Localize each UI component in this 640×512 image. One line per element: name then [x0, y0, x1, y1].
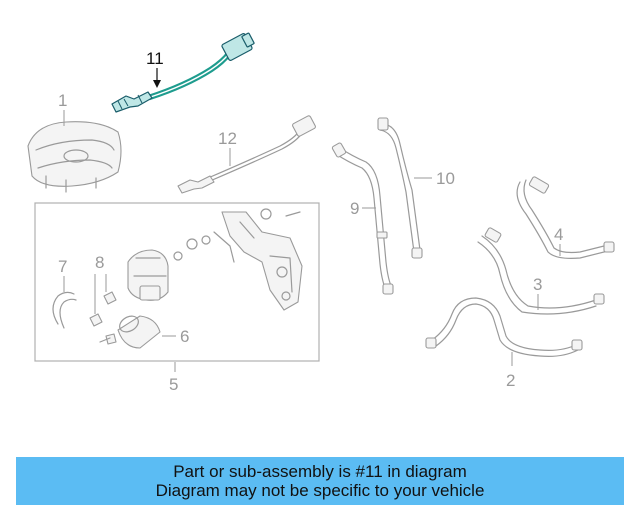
callout-7: 7: [58, 257, 67, 292]
svg-text:10: 10: [436, 169, 455, 188]
part-11-oxygen-sensor[interactable]: [111, 32, 255, 113]
callout-9: 9: [350, 199, 376, 218]
svg-text:7: 7: [58, 257, 67, 276]
callout-11: 11: [146, 49, 164, 88]
info-banner: Part or sub-assembly is #11 in diagram D…: [16, 457, 624, 505]
part-2-hose[interactable]: [425, 297, 583, 357]
svg-text:9: 9: [350, 199, 359, 218]
callout-5: 5: [169, 362, 178, 394]
svg-text:11: 11: [146, 49, 164, 68]
part-8-clips[interactable]: [89, 291, 117, 345]
svg-text:3: 3: [533, 275, 542, 294]
callout-4: 4: [554, 225, 563, 256]
svg-text:2: 2: [506, 371, 515, 390]
svg-text:8: 8: [95, 253, 104, 272]
svg-text:4: 4: [554, 225, 563, 244]
part-1-heat-shield[interactable]: [27, 121, 122, 193]
part-12-oxygen-sensor[interactable]: [177, 115, 316, 194]
mounting-bracket[interactable]: [213, 208, 303, 311]
part-6-canister[interactable]: [99, 313, 161, 349]
part-9-pipe[interactable]: [331, 142, 394, 295]
part-10-pipe[interactable]: [377, 117, 423, 259]
part-7-hose[interactable]: [52, 291, 77, 329]
banner-line-2: Diagram may not be specific to your vehi…: [155, 481, 485, 500]
banner-line-1: Part or sub-assembly is #11 in diagram: [173, 462, 467, 481]
svg-text:6: 6: [180, 327, 189, 346]
svg-text:12: 12: [218, 129, 237, 148]
callout-6: 6: [162, 327, 189, 346]
callout-3: 3: [533, 275, 542, 310]
callout-8: 8: [94, 253, 107, 314]
part-4-hose[interactable]: [516, 176, 615, 259]
secondary-air-pump[interactable]: [127, 235, 211, 301]
svg-text:1: 1: [58, 91, 67, 110]
callout-1: 1: [58, 91, 67, 126]
part-3-hose[interactable]: [477, 227, 605, 315]
parts-diagram: 11 12 1 5 7: [27, 32, 615, 394]
svg-text:5: 5: [169, 375, 178, 394]
callout-12: 12: [218, 129, 237, 166]
part-5-assembly-frame: [34, 202, 320, 362]
callout-2: 2: [506, 352, 515, 390]
callout-10: 10: [414, 169, 455, 188]
